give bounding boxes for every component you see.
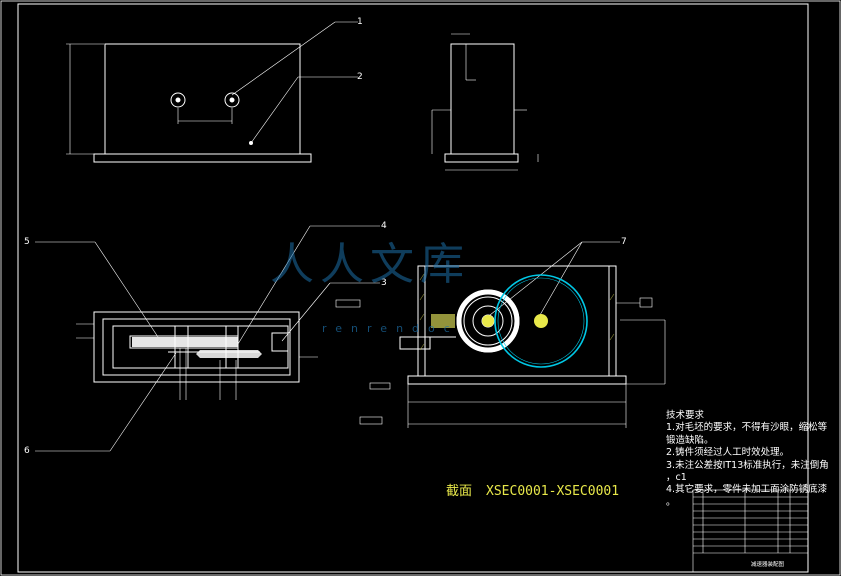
side-view [431, 33, 539, 171]
drawing-name: 减速器装配图 [751, 562, 785, 568]
hatch-block [431, 314, 455, 328]
title-block [692, 489, 809, 573]
watermark-subtext: renrendoc [322, 322, 459, 335]
balloon-4: 4 [381, 221, 387, 231]
tech-line: 3.未注公差按IT13标准执行，未注倒角 [666, 459, 829, 471]
balloon-2: 2 [357, 72, 363, 82]
tech-line: 。 [666, 496, 676, 508]
tech-line: 4.其它要求，零件未加工面涂防锈底漆 [666, 484, 828, 496]
balloon-1: 1 [357, 17, 363, 27]
gear-shaft [534, 314, 548, 328]
large-gear-inner [497, 277, 585, 365]
hatch-lines [419, 273, 615, 351]
balloon-6: 6 [24, 446, 30, 456]
front-view [66, 21, 358, 163]
key-filled [196, 350, 262, 358]
tech-line: 锻造缺陷。 [666, 434, 714, 446]
tech-line: 1.对毛坯的要求，不得有沙眼，缩松等 [666, 422, 828, 434]
balloon-3: 3 [381, 278, 387, 288]
large-gear [494, 274, 588, 368]
shaft-filled [132, 337, 238, 347]
outer-bearing-ring [456, 289, 520, 353]
tech-line: 2.铸件须经过人工时效处理。 [666, 447, 790, 459]
balloon-5: 5 [24, 237, 30, 247]
section-label: 截面 XSEC0001-XSEC0001 [446, 480, 619, 499]
section-range: XSEC0001-XSEC0001 [486, 484, 620, 499]
tech-line: ，c1 [666, 472, 687, 484]
section-view [359, 241, 666, 428]
section-prefix: 截面 [446, 484, 473, 499]
balloon-7: 7 [621, 237, 627, 247]
watermark-text: 人人文库 [270, 239, 470, 290]
inner-border [17, 3, 809, 573]
pinion-shaft [482, 315, 494, 327]
tech-title: 技术要求 [666, 410, 705, 421]
technical-requirements: 技术要求 1.对毛坯的要求，不得有沙眼，缩松等 锻造缺陷。 2.铸件须经过人工时… [666, 410, 829, 509]
